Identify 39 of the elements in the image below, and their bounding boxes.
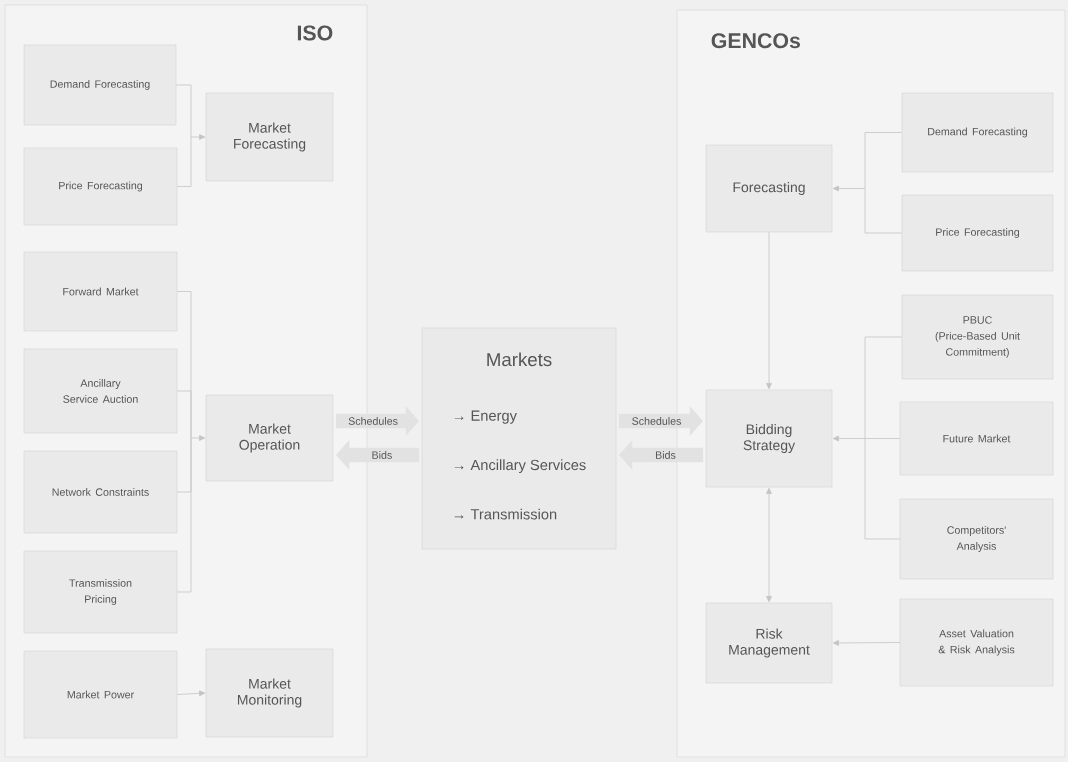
edge-label: Bids [653, 449, 678, 461]
process-box: Transmission Pricing [23, 550, 178, 634]
process-box: Bidding Strategy [705, 389, 833, 488]
process-box: Asset Valuation & Risk Analysis [899, 598, 1054, 687]
process-box: Demand Forecasting [901, 92, 1054, 173]
process-box: Forward Market [23, 251, 178, 332]
connector-line [176, 437, 192, 593]
arrow [190, 435, 206, 441]
process-box: Price Forecasting [901, 194, 1054, 272]
connector-line [175, 84, 192, 138]
process-box: Ancillary Service Auction [23, 348, 178, 434]
edge-label: Bids [370, 449, 394, 461]
process-box: Network Constraints [23, 450, 178, 534]
markets-box: Markets → Energy → Ancillary Services → Transmission [421, 327, 617, 550]
process-box: Demand Forecasting [23, 44, 177, 126]
process-box: Market Power [23, 650, 178, 739]
process-box: Competitors' Analysis [899, 498, 1054, 580]
connector-line [864, 438, 901, 540]
process-box: Risk Management [705, 602, 833, 684]
connector-arrow [766, 231, 772, 390]
connector-arrow [832, 640, 901, 646]
connector-arrow [176, 690, 206, 697]
connector-line [864, 188, 903, 234]
connector-line [864, 438, 901, 439]
connector-arrow [766, 487, 772, 603]
connector-line [176, 390, 192, 439]
process-box: Price Forecasting [23, 147, 178, 226]
process-box: Forecasting [705, 144, 833, 233]
process-box: Future Market [899, 401, 1054, 476]
arrow [190, 134, 206, 140]
arrow [832, 185, 866, 192]
process-box: Market Operation [205, 394, 334, 482]
arrow [832, 435, 866, 442]
process-box: PBUC (Price-Based Unit Commitment) [901, 294, 1054, 380]
connector-line [176, 136, 192, 187]
connector-line [864, 132, 903, 189]
connector-line [864, 336, 903, 439]
process-box: Market Monitoring [205, 648, 334, 738]
process-box: Market Forecasting [205, 92, 334, 182]
